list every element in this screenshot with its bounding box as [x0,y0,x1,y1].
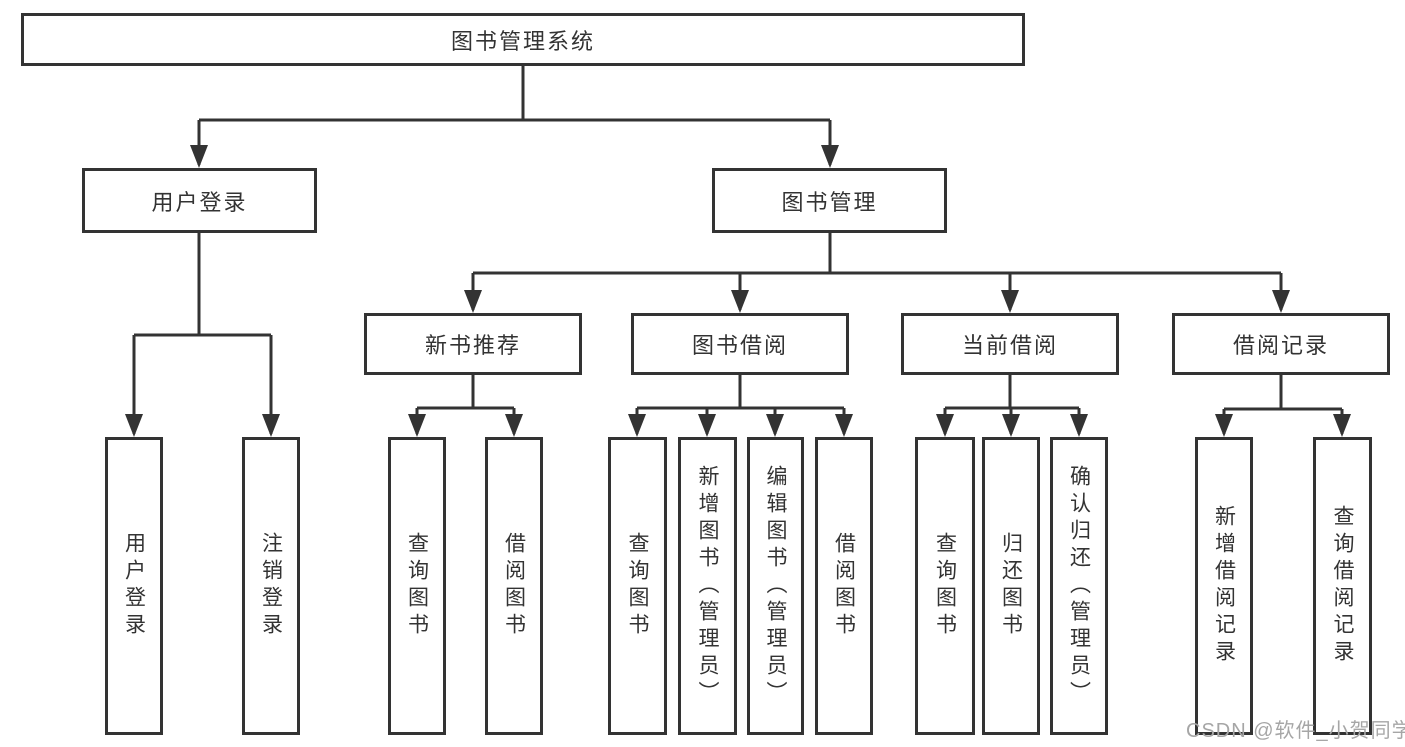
leaf-query-books-borrowing-label: 查询图书 [626,532,650,640]
arrowheads [125,145,1351,437]
leaf-logout: 注销登录 [242,437,300,735]
leaf-query-borrow-record-label: 查询借阅记录 [1331,505,1355,667]
node-user-login: 用户登录 [82,168,317,233]
leaf-user-login-label: 用户登录 [122,532,146,640]
node-new-book-recommend-label: 新书推荐 [424,333,521,358]
node-book-management: 图书管理 [712,168,947,233]
leaf-add-borrow-record: 新增借阅记录 [1195,437,1253,735]
node-book-borrowing: 图书借阅 [631,313,849,375]
leaf-confirm-return-admin: 确认归还（管理员） [1050,437,1108,735]
leaf-edit-books-admin: 编辑图书（管理员） [747,437,804,735]
node-root: 图书管理系统 [21,13,1025,66]
leaf-query-books-borrowing: 查询图书 [608,437,667,735]
node-root-label: 图书管理系统 [450,28,595,54]
leaf-add-borrow-record-label: 新增借阅记录 [1212,505,1236,667]
leaf-return-books-label: 归还图书 [999,532,1023,640]
leaf-borrow-books-recommend-label: 借阅图书 [502,532,526,640]
leaf-query-books-current: 查询图书 [915,437,975,735]
leaf-query-books-recommend-label: 查询图书 [405,532,429,640]
node-borrow-records-label: 借阅记录 [1232,333,1329,358]
leaf-add-books-admin-label: 新增图书（管理员） [696,464,720,708]
leaf-borrow-books-label: 借阅图书 [832,532,856,640]
leaf-confirm-return-admin-label: 确认归还（管理员） [1067,464,1091,708]
leaf-query-books-recommend: 查询图书 [388,437,446,735]
node-current-borrowing-label: 当前借阅 [961,333,1058,358]
node-current-borrowing: 当前借阅 [901,313,1119,375]
leaf-query-books-current-label: 查询图书 [933,532,957,640]
leaf-logout-label: 注销登录 [259,532,283,640]
csdn-watermark: CSDN @软件_小贺同学 [1186,720,1405,742]
node-book-borrowing-label: 图书借阅 [691,333,788,358]
leaf-user-login: 用户登录 [105,437,163,735]
node-new-book-recommend: 新书推荐 [364,313,582,375]
leaf-add-books-admin: 新增图书（管理员） [678,437,737,735]
leaf-borrow-books-recommend: 借阅图书 [485,437,543,735]
leaf-borrow-books: 借阅图书 [815,437,873,735]
leaf-return-books: 归还图书 [982,437,1040,735]
node-book-management-label: 图书管理 [781,189,878,215]
leaf-edit-books-admin-label: 编辑图书（管理员） [764,464,788,708]
node-borrow-records: 借阅记录 [1172,313,1390,375]
leaf-query-borrow-record: 查询借阅记录 [1313,437,1372,735]
node-user-login-label: 用户登录 [151,189,248,215]
